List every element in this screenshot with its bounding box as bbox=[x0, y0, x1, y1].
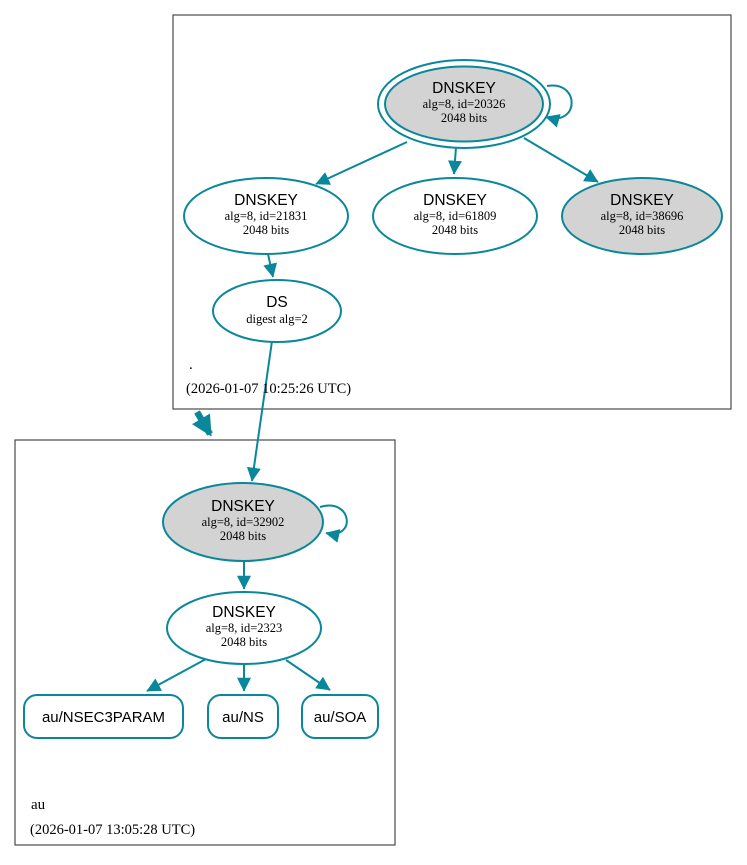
edge-root-ksk-to-38696 bbox=[523, 137, 599, 183]
edge-au-ksk-self-loop bbox=[319, 504, 348, 543]
node-type-label: DNSKEY bbox=[423, 192, 487, 209]
node-detail-line2: 2048 bits bbox=[220, 529, 266, 543]
node-detail-line1: alg=8, id=2323 bbox=[206, 621, 283, 635]
node-detail-line1: alg=8, id=21831 bbox=[225, 209, 308, 223]
node-type-label: DNSKEY bbox=[432, 80, 496, 97]
zone-box-root bbox=[172, 14, 732, 410]
edge-au-zsk-to-nsec3param bbox=[146, 658, 207, 692]
node-dnskey-2323[interactable]: DNSKEY alg=8, id=2323 2048 bits bbox=[166, 591, 322, 665]
node-detail-line2: 2048 bits bbox=[221, 635, 267, 649]
edge-21831-to-ds bbox=[263, 253, 278, 278]
node-detail-line1: alg=8, id=38696 bbox=[601, 209, 684, 223]
node-type-label: DNSKEY bbox=[211, 498, 275, 515]
edge-root-ksk-self-loop bbox=[545, 84, 573, 128]
node-detail-line1: alg=8, id=61809 bbox=[414, 209, 497, 223]
node-detail-line2: 2048 bits bbox=[441, 111, 487, 125]
node-detail-line2: 2048 bits bbox=[619, 223, 665, 237]
node-type-label: DNSKEY bbox=[212, 604, 276, 621]
zone-timestamp-au: (2026-01-07 13:05:28 UTC) bbox=[30, 822, 195, 838]
zone-label-au: au bbox=[31, 797, 46, 813]
node-type-label: DNSKEY bbox=[234, 192, 298, 209]
node-dnskey-61809[interactable]: DNSKEY alg=8, id=61809 2048 bits bbox=[372, 177, 538, 255]
edge-root-ksk-to-61809 bbox=[448, 146, 462, 175]
rrset-label: au/SOA bbox=[314, 709, 367, 726]
node-outline bbox=[212, 279, 342, 343]
zone-timestamp-root: (2026-01-07 10:25:26 UTC) bbox=[186, 381, 351, 397]
node-rrset-soa[interactable]: au/SOA bbox=[301, 694, 379, 739]
node-detail-line1: alg=8, id=32902 bbox=[202, 515, 285, 529]
node-detail-line1: alg=8, id=20326 bbox=[423, 97, 506, 111]
node-detail-line1: digest alg=2 bbox=[246, 312, 308, 326]
node-detail-line2: 2048 bits bbox=[432, 223, 478, 237]
rrset-label: au/NSEC3PARAM bbox=[42, 709, 165, 726]
node-rrset-nsec3param[interactable]: au/NSEC3PARAM bbox=[23, 694, 184, 739]
node-dnskey-38696[interactable]: DNSKEY alg=8, id=38696 2048 bits bbox=[561, 177, 723, 255]
node-dnskey-32902[interactable]: DNSKEY alg=8, id=32902 2048 bits bbox=[162, 482, 324, 562]
node-outline-inner bbox=[384, 65, 544, 143]
edge-root-delegation-to-au bbox=[192, 410, 213, 437]
node-dnskey-21831[interactable]: DNSKEY alg=8, id=21831 2048 bits bbox=[183, 177, 349, 255]
node-outline bbox=[23, 694, 184, 739]
node-outline bbox=[166, 591, 322, 665]
node-outline bbox=[183, 177, 349, 255]
node-dnskey-20326[interactable]: DNSKEY alg=8, id=20326 2048 bits bbox=[377, 59, 551, 149]
node-ds-au[interactable]: DS digest alg=2 bbox=[212, 279, 342, 343]
node-type-label: DNSKEY bbox=[610, 192, 674, 209]
node-outline bbox=[207, 694, 279, 739]
node-outline bbox=[162, 482, 324, 562]
edge-ds-to-au-ksk bbox=[246, 340, 273, 482]
edge-root-ksk-to-21831 bbox=[315, 141, 408, 185]
node-type-label: DS bbox=[266, 294, 288, 311]
node-rrset-ns[interactable]: au/NS bbox=[207, 694, 279, 739]
node-detail-line2: 2048 bits bbox=[243, 223, 289, 237]
edge-au-zsk-to-soa bbox=[285, 659, 331, 691]
rrset-label: au/NS bbox=[222, 709, 264, 726]
node-outline bbox=[372, 177, 538, 255]
node-outline bbox=[561, 177, 723, 255]
zone-box-au bbox=[14, 439, 396, 846]
node-outline bbox=[301, 694, 379, 739]
zone-label-root: . bbox=[189, 357, 193, 373]
